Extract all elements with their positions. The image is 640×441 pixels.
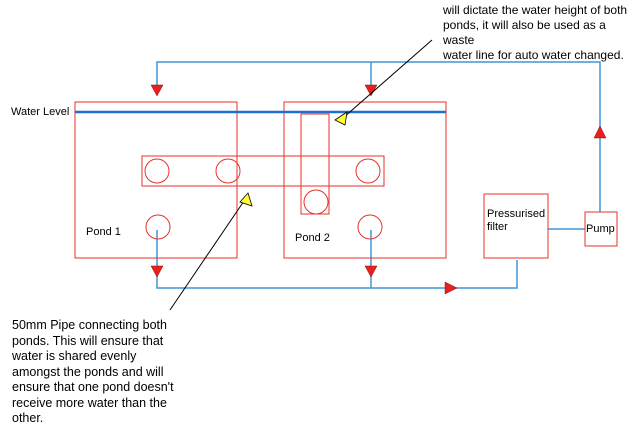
arrow-down-return-pond1 bbox=[150, 84, 164, 97]
pond2-outline bbox=[283, 101, 447, 259]
water-level-label: Water Level bbox=[11, 106, 70, 118]
connecting-pipe-end-mid bbox=[215, 158, 241, 184]
arrow-right-to-filter bbox=[444, 281, 458, 295]
pond2-drain bbox=[357, 214, 383, 240]
return-pipe bbox=[156, 61, 601, 212]
standpipe-end bbox=[303, 189, 329, 215]
connecting-pipe bbox=[141, 155, 385, 187]
drain-pipe bbox=[156, 230, 518, 289]
pond1-outline bbox=[74, 101, 238, 259]
bottom-note: 50mm Pipe connecting both ponds. This wi… bbox=[12, 318, 174, 425]
top-pointer-line bbox=[342, 39, 433, 119]
top-pointer-head bbox=[334, 111, 348, 126]
pipe-lines bbox=[156, 61, 601, 289]
pump-label: Pump bbox=[586, 223, 615, 235]
top-note: will dictate the water height of both po… bbox=[443, 3, 628, 62]
annotation-pointers bbox=[169, 39, 433, 311]
arrow-down-return-pond2 bbox=[364, 84, 378, 97]
pond2-label: Pond 2 bbox=[295, 232, 330, 244]
flow-arrows bbox=[150, 84, 607, 295]
pond1-drain bbox=[145, 214, 171, 240]
connecting-pipe-end-right bbox=[355, 158, 381, 184]
arrow-down-drain-pond2 bbox=[364, 265, 378, 278]
standpipe bbox=[300, 113, 330, 215]
filter-box bbox=[483, 193, 549, 259]
bottom-pointer-head bbox=[239, 192, 253, 207]
arrow-up-pump-line bbox=[593, 125, 607, 139]
filter-label: Pressurised filter bbox=[487, 208, 546, 233]
arrow-down-drain-pond1 bbox=[150, 265, 164, 278]
pump-box bbox=[584, 211, 618, 247]
connecting-pipe-end-left bbox=[144, 158, 170, 184]
pond1-label: Pond 1 bbox=[86, 226, 121, 238]
bottom-pointer-line bbox=[169, 200, 245, 311]
